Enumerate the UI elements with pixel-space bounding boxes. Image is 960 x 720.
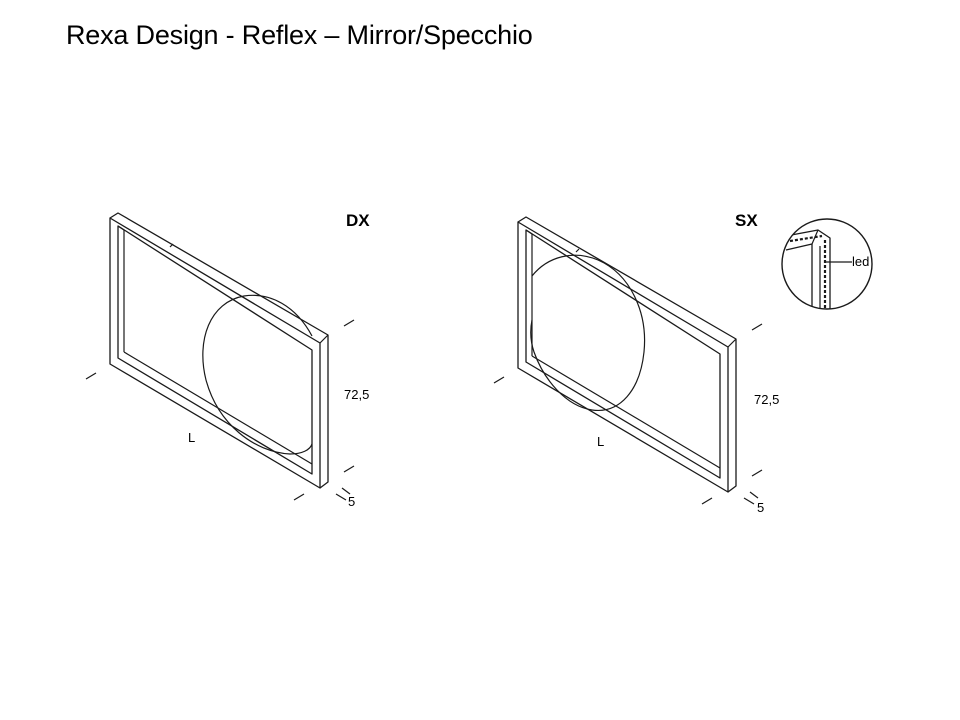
dimension-tick [343, 465, 355, 473]
dimension-tick [751, 469, 763, 477]
length-dimension-sx: L [597, 434, 604, 449]
dimension-tick [751, 323, 763, 331]
dimension-tick [493, 376, 505, 384]
height-dimension-sx: 72,5 [754, 392, 779, 407]
view-label-sx: SX [735, 211, 758, 230]
dimension-tick [749, 491, 759, 499]
view-label-dx: DX [346, 211, 370, 230]
depth-dimension-dx: 5 [348, 494, 355, 509]
dimension-tick [743, 497, 755, 505]
mirror-dx-drawing: DX 72,5 L 5 [85, 211, 370, 509]
dimension-tick [293, 493, 305, 501]
page-title: Rexa Design - Reflex – Mirror/Specchio [66, 20, 533, 50]
led-label: led [852, 254, 869, 269]
dimension-tick [701, 497, 713, 505]
dimension-tick [85, 372, 97, 380]
led-detail-callout: led [781, 218, 873, 310]
height-dimension-dx: 72,5 [344, 387, 369, 402]
length-dimension-dx: L [188, 430, 195, 445]
dimension-tick [341, 487, 351, 495]
mirror-sx-drawing: SX 72,5 L 5 [493, 211, 779, 515]
dimension-tick [343, 319, 355, 327]
depth-dimension-sx: 5 [757, 500, 764, 515]
dimension-tick [335, 493, 347, 501]
